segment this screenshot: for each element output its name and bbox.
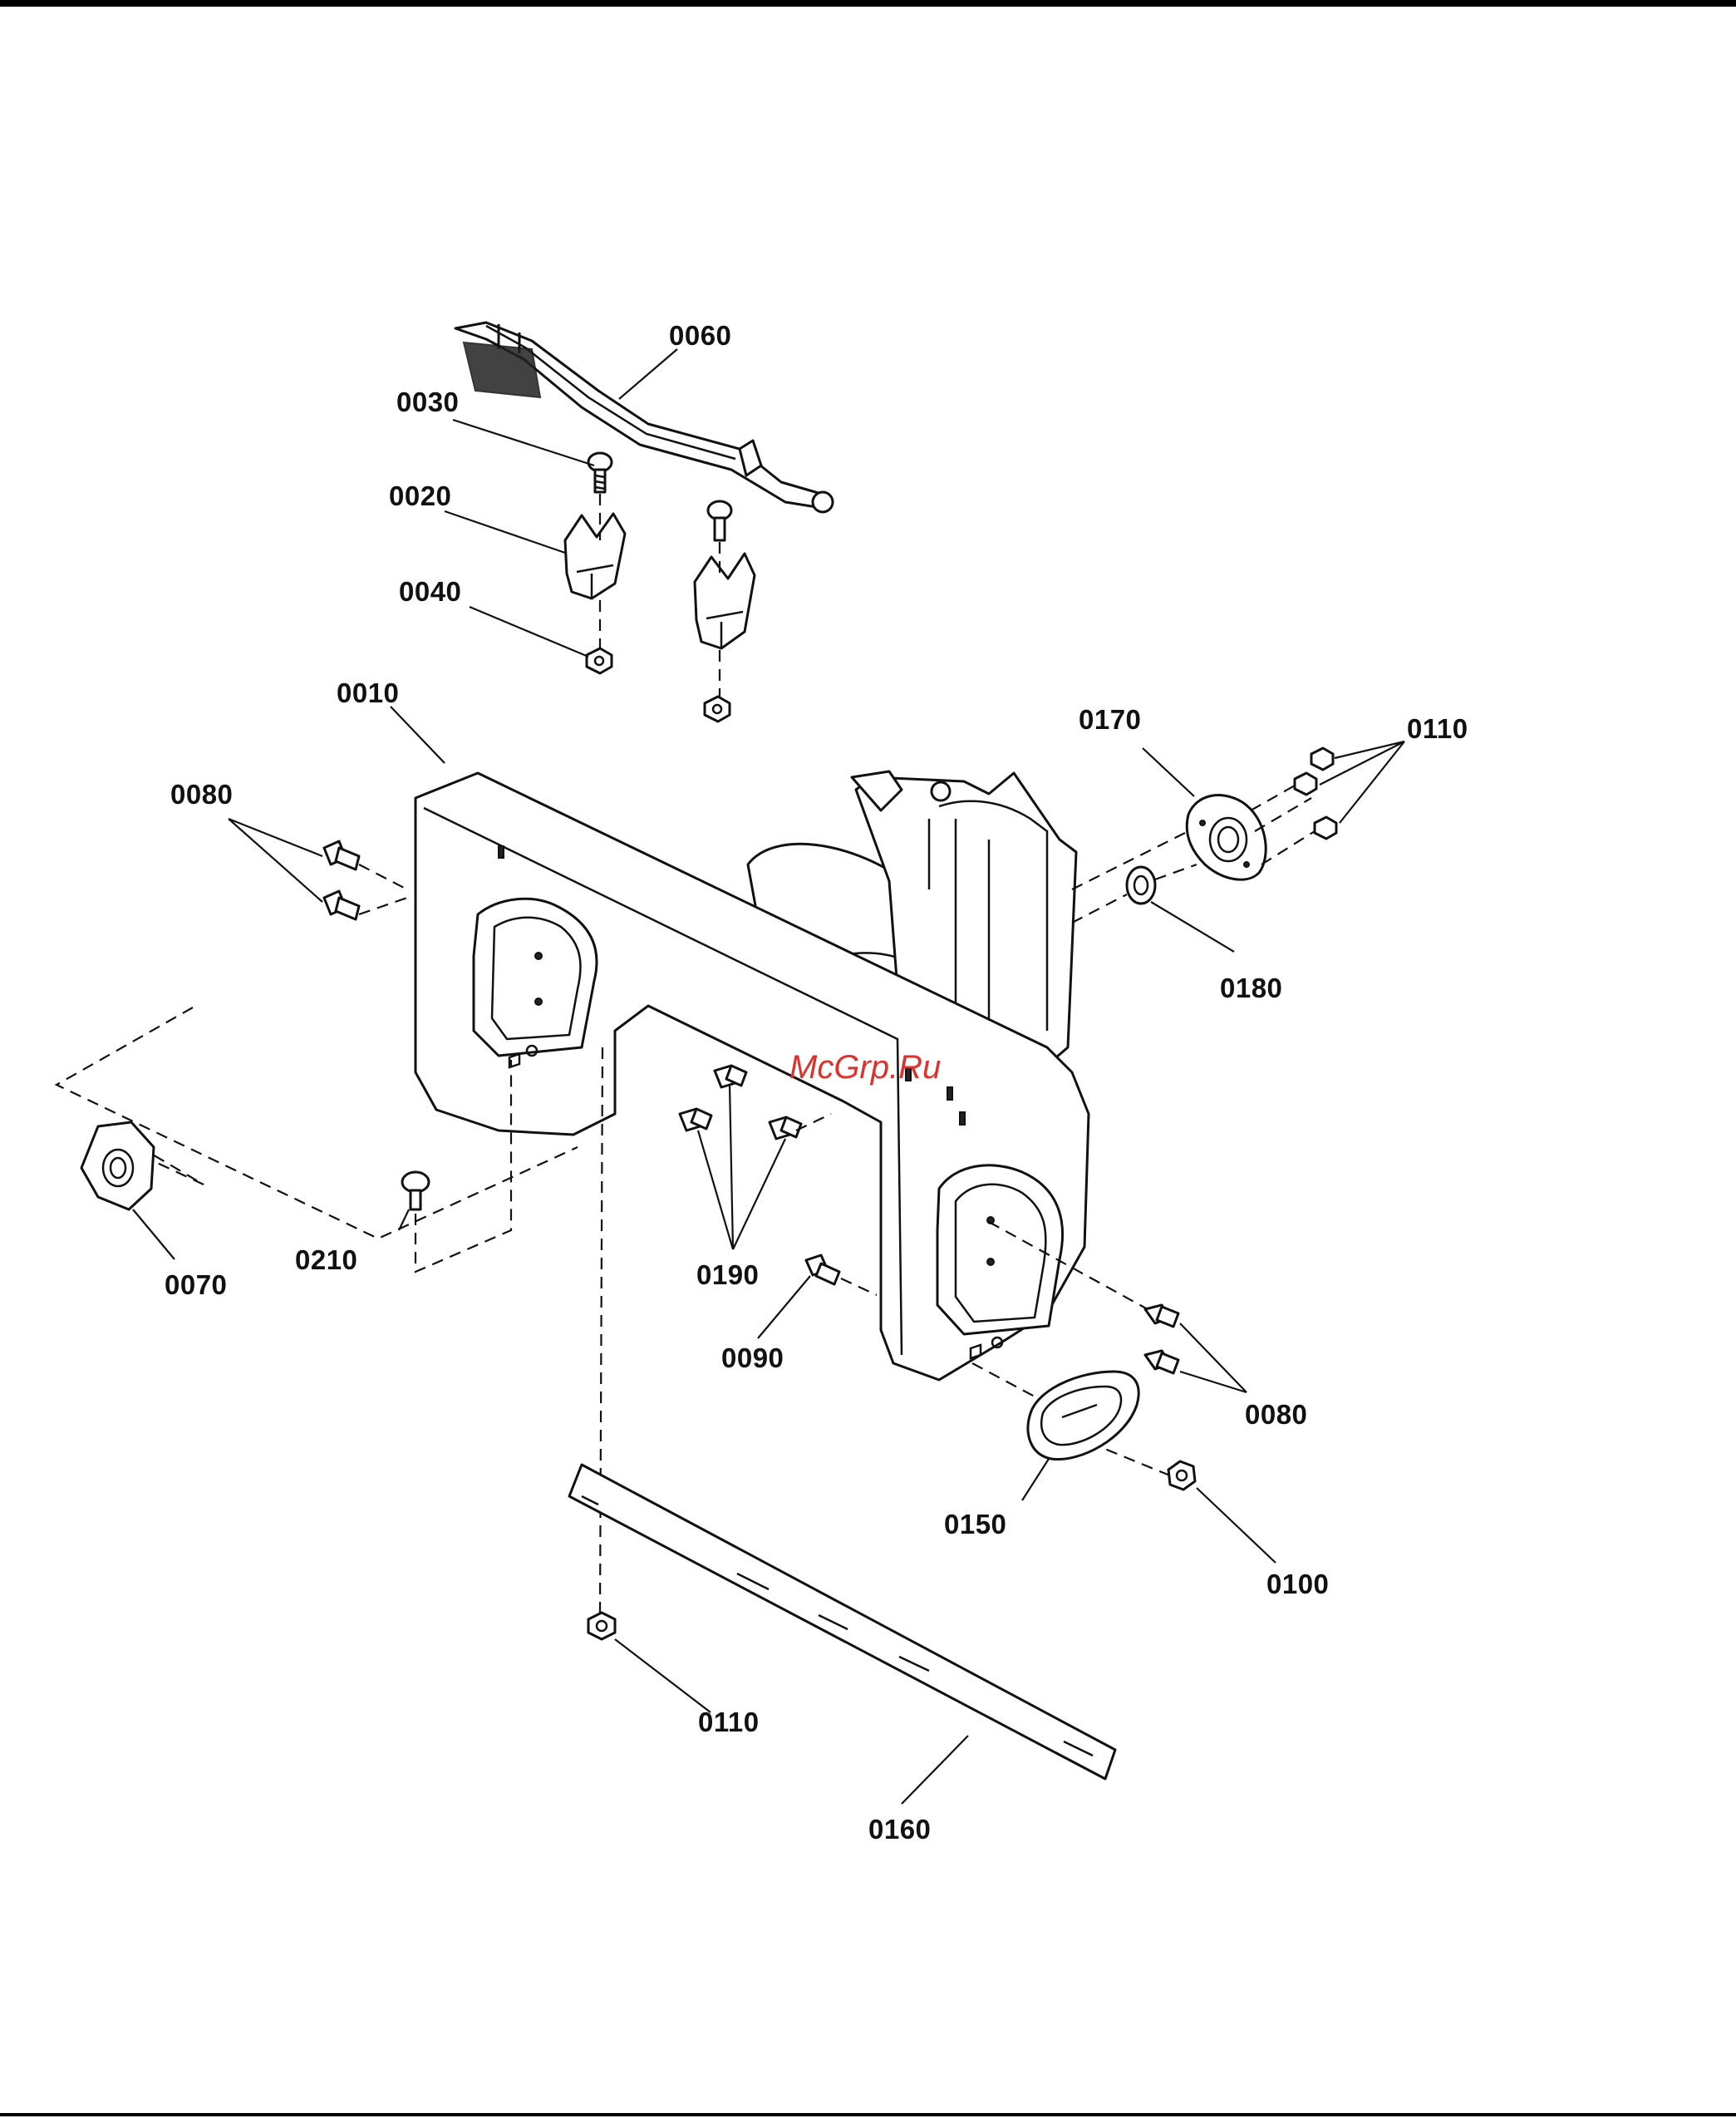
nut-part-0110-upper xyxy=(1295,748,1336,839)
nut-part-0110-lower xyxy=(588,1613,615,1639)
plate-part-0070 xyxy=(81,1122,154,1209)
watermark-text: McGrp.Ru xyxy=(789,1049,941,1086)
label-0070: 0070 xyxy=(165,1269,227,1300)
label-0150: 0150 xyxy=(944,1509,1006,1539)
label-0020: 0020 xyxy=(389,480,451,511)
label-0170: 0170 xyxy=(1079,704,1141,735)
label-0090: 0090 xyxy=(721,1342,784,1373)
label-0160: 0160 xyxy=(868,1814,931,1845)
scraper-bar-part-0160 xyxy=(569,1465,1115,1779)
bolt-part-0080-left xyxy=(324,841,359,919)
rod-part-0060 xyxy=(455,323,833,512)
bolt-part-0190 xyxy=(680,1066,801,1139)
label-0180: 0180 xyxy=(1220,973,1282,1003)
label-0030: 0030 xyxy=(396,387,459,417)
label-0210: 0210 xyxy=(295,1244,357,1275)
bearing-part-0180 xyxy=(1127,867,1155,904)
label-0190: 0190 xyxy=(696,1259,759,1290)
label-0080-right: 0080 xyxy=(1245,1399,1307,1430)
bolt-part-0090 xyxy=(806,1255,839,1284)
bolt-part-0210 xyxy=(402,1172,429,1209)
label-0110-lower: 0110 xyxy=(698,1707,760,1737)
label-0010: 0010 xyxy=(337,677,399,708)
plate-part-0150 xyxy=(1028,1372,1138,1460)
bracket-part-0020 xyxy=(565,514,755,648)
label-0040: 0040 xyxy=(399,576,461,607)
label-0060: 0060 xyxy=(669,320,731,351)
label-0100: 0100 xyxy=(1266,1569,1329,1599)
label-0080-left: 0080 xyxy=(170,779,233,810)
label-0110-upper: 0110 xyxy=(1407,713,1468,744)
bolt-part-0080-right xyxy=(1145,1305,1178,1373)
nut-part-0100 xyxy=(1168,1461,1195,1490)
